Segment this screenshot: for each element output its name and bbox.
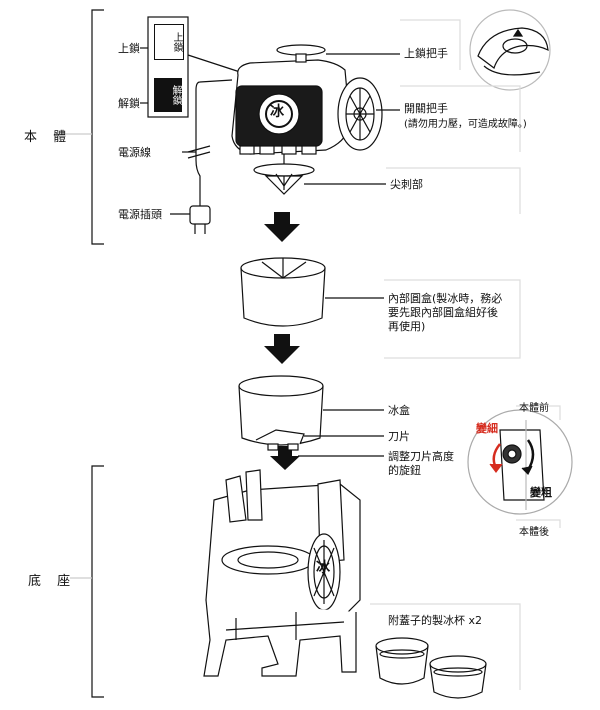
down-arrow-1 [264, 212, 300, 242]
emblem-base: 冰 [316, 560, 330, 576]
base-bracket [91, 465, 104, 698]
detail-back-label: 本體後 [519, 527, 549, 538]
finer-label: 變細 [476, 422, 498, 435]
lock-handle-label: 上鎖把手 [404, 47, 448, 60]
inner-box-label-line1: 內部圓盒(製冰時，務必 [388, 292, 503, 305]
inner-box-label-line2: 要先跟內部圓盒組好後 [388, 306, 498, 319]
ice-box [238, 375, 324, 451]
main-unit [231, 44, 383, 195]
inner-box-label-line3: 再使用) [388, 320, 426, 333]
down-arrow-2 [264, 334, 300, 364]
switch-handle-note: (請勿用力壓，可造成故障。) [404, 119, 527, 130]
power-plug-label: 電源插頭 [118, 208, 162, 221]
ice-cups-label: 附蓋子的製冰杯 x2 [388, 614, 483, 627]
base-stand [203, 469, 361, 677]
down-arrow-3 [270, 446, 300, 470]
power-cord [195, 79, 233, 206]
spike-label: 尖刺部 [390, 178, 423, 191]
lock-label: 上鎖 [118, 42, 140, 55]
section-base: 底 座 [28, 574, 77, 589]
knob-label-line1: 調整刀片高度 [388, 450, 454, 463]
lock-tag: 上鎖 [154, 24, 184, 60]
ice-box-label: 冰盒 [388, 404, 410, 417]
section-main-body: 本 體 [24, 130, 73, 145]
ice-cups [375, 637, 487, 699]
switch-handle-label: 開關把手 [404, 102, 448, 115]
lock-tag-box [147, 16, 189, 118]
emblem-top: 冰 [270, 104, 284, 120]
detail-front-label: 本體前 [519, 403, 549, 414]
unlock-label: 解鎖 [118, 97, 140, 110]
power-cord-label: 電源線 [118, 146, 151, 159]
main-body-bracket [91, 9, 104, 245]
coarser-label: 變粗 [530, 486, 552, 499]
blade-label: 刀片 [388, 430, 410, 443]
power-plug [189, 205, 211, 225]
unlock-tag: 解鎖 [154, 78, 182, 112]
knob-label-line2: 的旋鈕 [388, 464, 421, 477]
inner-round-box [240, 257, 326, 327]
